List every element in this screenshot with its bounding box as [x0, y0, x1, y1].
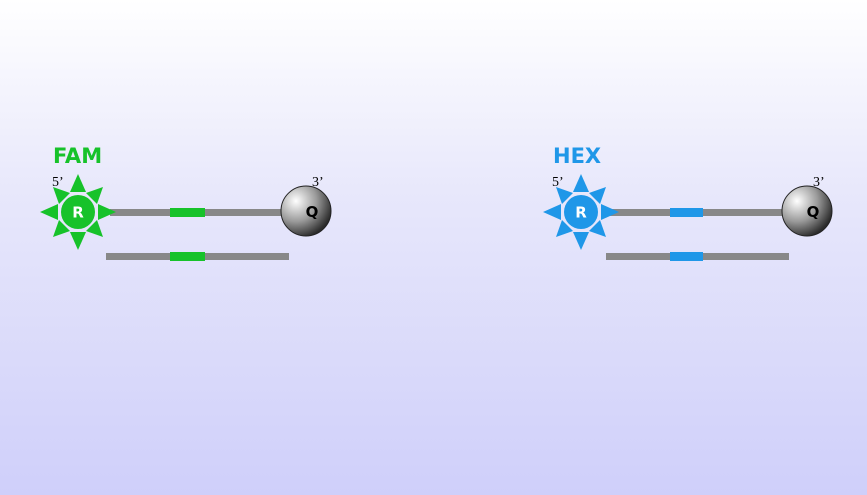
five-prime-label: 5’: [552, 175, 564, 190]
quencher-letter: Q: [306, 203, 319, 221]
reporter-letter: R: [575, 204, 587, 222]
target-site-marker: [170, 252, 205, 261]
five-prime-label: 5’: [52, 175, 64, 190]
dye-label-hex: HEX: [553, 144, 601, 168]
probe-site-marker: [670, 208, 703, 217]
quencher-ball-icon: Q: [781, 185, 833, 237]
probe-site-marker: [170, 208, 205, 217]
reporter-letter: R: [72, 204, 84, 222]
three-prime-label: 3’: [813, 175, 825, 190]
target-site-marker: [670, 252, 703, 261]
dye-label-fam: FAM: [53, 144, 102, 168]
probe-fam: FAM R Q: [40, 144, 332, 261]
quencher-letter: Q: [807, 203, 820, 221]
reporter-star-icon: R: [40, 174, 116, 250]
probe-hex: HEX R Q 5’ 3’: [543, 144, 833, 261]
reporter-star-icon: R: [543, 174, 619, 250]
quencher-ball-icon: Q: [280, 185, 332, 237]
three-prime-label: 3’: [312, 175, 324, 190]
